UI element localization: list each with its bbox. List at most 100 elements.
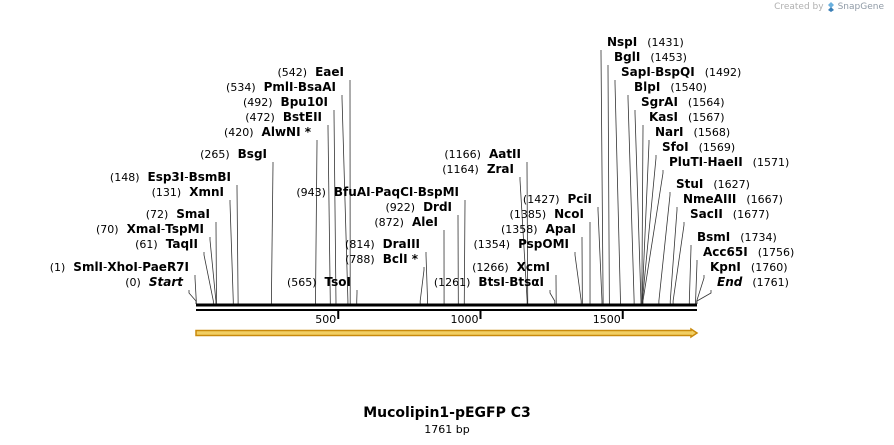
enzyme-name: BglI	[614, 50, 640, 64]
site-position: (0)	[125, 276, 141, 289]
enzyme-name: BsmBI	[189, 170, 231, 184]
site-taqii-61[interactable]: (61)TaqII	[135, 237, 198, 251]
site-start-0[interactable]: (0) Start	[125, 275, 184, 289]
enzyme-name: HaeII	[707, 155, 742, 169]
site-position: (1564)	[688, 96, 725, 109]
connector-bcli-788	[419, 267, 425, 304]
site-bpu10i-492[interactable]: (492)Bpu10I	[243, 95, 328, 109]
site-pspomi-1354[interactable]: (1354)PspOMI	[473, 237, 569, 251]
site-sacii-1677[interactable]: SacII(1677)	[690, 207, 769, 221]
connector-smli-1	[194, 275, 197, 304]
site-stui-1627[interactable]: StuI(1627)	[676, 177, 750, 191]
connector-xmni-131	[229, 200, 234, 304]
site-position: (70)	[96, 223, 119, 236]
site-position: (131)	[152, 186, 182, 199]
enzyme-name: BstEII	[283, 110, 322, 124]
enzyme-name: PluTI	[669, 155, 703, 169]
site-draiii-814[interactable]: (814) DraIII	[345, 237, 420, 251]
feature-arrow-shape[interactable]	[195, 327, 699, 339]
site-sapi-1492[interactable]: SapI - BspQI(1492)	[621, 65, 741, 79]
site-alwni-420[interactable]: (420)AlwNI *	[224, 125, 312, 139]
site-position: (1166)	[444, 148, 481, 161]
site-position: (814)	[345, 238, 375, 251]
site-position: (1266)	[472, 261, 509, 274]
site-tsoi-565[interactable]: (565)TsoI	[287, 275, 351, 289]
site-nmeaiii-1667[interactable]: NmeAIII(1667)	[683, 192, 783, 206]
site-position: (1492)	[705, 66, 742, 79]
site-nari-1568[interactable]: NarI(1568)	[655, 125, 730, 139]
connector-sapi-1492	[614, 80, 621, 304]
site-ncoi-1385[interactable]: (1385)NcoI	[510, 207, 584, 221]
site-position: (72)	[146, 208, 169, 221]
site-nspi-1431[interactable]: NspI(1431)	[607, 35, 684, 49]
site-bfuai-943[interactable]: (943)BfuAI - PaqCI - BspMI	[296, 185, 459, 199]
site-btsi-1261[interactable]: (1261)BtsI - BtsαI	[434, 275, 544, 289]
site-pcii-1427[interactable]: (1427)PciI	[523, 192, 592, 206]
credit-brand: SnapGene	[837, 2, 884, 12]
site-connectors	[188, 50, 712, 304]
name-separator: -	[161, 222, 165, 236]
site-sgrai-1564[interactable]: SgrAI(1564)	[641, 95, 724, 109]
site-kasi-1567[interactable]: KasI(1567)	[649, 110, 725, 124]
site-labels: (0) Start(1)SmlI - XhoI - PaeR7I (61)TaqII…	[50, 35, 795, 289]
site-eaei-542[interactable]: (542)EaeI	[278, 65, 345, 79]
connector-sfoi-1569	[641, 155, 657, 304]
enzyme-name: SacII	[690, 207, 723, 221]
connector-bsmi-1734	[688, 245, 692, 304]
site-aatii-1166[interactable]: (1166)AatII	[444, 147, 521, 161]
connector-start-0	[188, 290, 197, 304]
site-position: (1164)	[442, 163, 479, 176]
name-separator: -	[103, 260, 107, 274]
site-position: (1667)	[746, 193, 783, 206]
connector-pmli-534	[341, 95, 349, 304]
enzyme-name: BfuAI	[334, 185, 371, 199]
site-position: (1261)	[434, 276, 471, 289]
connector-acc65i-1756	[695, 260, 698, 304]
map-length: 1761 bp	[424, 423, 470, 436]
site-drdi-922[interactable]: (922)DrdI	[385, 200, 452, 214]
site-end-1761[interactable]: End(1761)	[717, 275, 789, 289]
site-zrai-1164[interactable]: (1164)ZraI	[442, 162, 514, 176]
connector-esp3i-148	[236, 185, 239, 304]
site-position: (265)	[200, 148, 230, 161]
site-bcli-788[interactable]: (788)BclI *	[345, 252, 419, 266]
site-smai-72[interactable]: (72)SmaI	[146, 207, 210, 221]
site-bsgi-265[interactable]: (265) BsgI	[200, 147, 267, 161]
enzyme-name: PspOMI	[518, 237, 569, 251]
site-smli-1[interactable]: (1)SmlI - XhoI - PaeR7I	[50, 260, 189, 274]
enzyme-name: BspMI	[418, 185, 459, 199]
feature-arrow[interactable]	[195, 327, 699, 339]
site-bgli-1453[interactable]: BglI(1453)	[614, 50, 687, 64]
site-xmni-131[interactable]: (131)XmnI	[152, 185, 224, 199]
enzyme-name: BclI *	[383, 252, 419, 266]
site-kpni-1760[interactable]: KpnI(1760)	[710, 260, 787, 274]
site-xmai-70[interactable]: (70)XmaI - TspMI	[96, 222, 204, 236]
connector-pluti-1571	[642, 170, 664, 304]
site-alei-872[interactable]: (872)AleI	[374, 215, 438, 229]
enzyme-name: DraIII	[383, 237, 420, 251]
enzyme-name: BsaAI	[298, 80, 336, 94]
site-sfoi-1569[interactable]: SfoI(1569)	[662, 140, 735, 154]
site-position: (1567)	[688, 111, 725, 124]
enzyme-name: End	[717, 275, 743, 289]
site-pluti-1571[interactable]: PluTI - HaeII(1571)	[669, 155, 789, 169]
site-blpi-1540[interactable]: BlpI(1540)	[634, 80, 707, 94]
enzyme-name: TsoI	[325, 275, 351, 289]
site-acc65i-1756[interactable]: Acc65I(1756)	[703, 245, 794, 259]
enzyme-name: BsgI	[238, 147, 267, 161]
site-position: (1627)	[713, 178, 750, 191]
enzyme-name: XhoI	[107, 260, 138, 274]
site-esp3i-148[interactable]: (148)Esp3I - BsmBI	[110, 170, 231, 184]
site-pmli-534[interactable]: (534)PmlI - BsaAI	[226, 80, 336, 94]
enzyme-name: PmlI	[264, 80, 294, 94]
ruler-label-1500: 1500	[593, 313, 621, 326]
site-xcmi-1266[interactable]: (1266)XcmI	[472, 260, 550, 274]
site-bsmi-1734[interactable]: BsmI(1734)	[697, 230, 777, 244]
enzyme-name: NspI	[607, 35, 637, 49]
site-apai-1358[interactable]: (1358)ApaI	[501, 222, 576, 236]
enzyme-name: ApaI	[546, 222, 576, 236]
connector-end-1761	[696, 290, 712, 304]
enzyme-name: BtsI	[478, 275, 505, 289]
site-bsteii-472[interactable]: (472)BstEII	[245, 110, 322, 124]
enzyme-name: Start	[149, 275, 184, 289]
